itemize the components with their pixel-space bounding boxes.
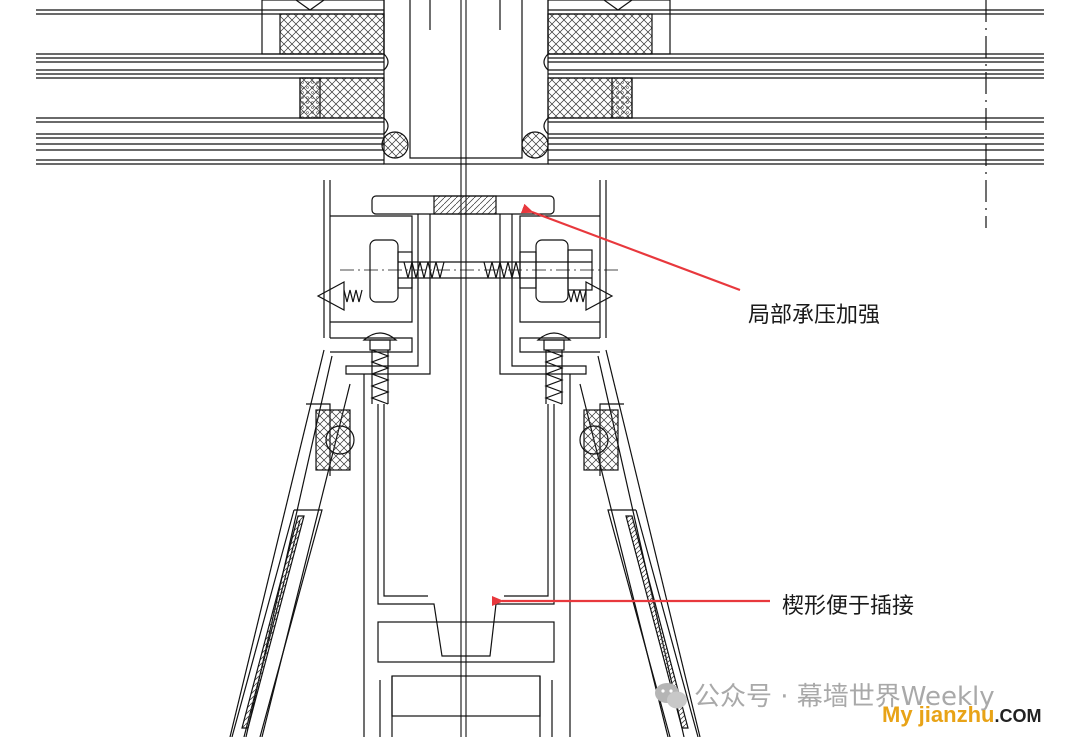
annotation-local-reinforcement: 局部承压加强 (748, 303, 881, 328)
left-vertical-screw (362, 332, 398, 405)
right-seal-gasket (521, 131, 549, 159)
left-seal-gasket (381, 131, 409, 159)
left-self-tapping-screw (316, 280, 345, 312)
through-bolt-assembly (340, 239, 620, 303)
site-logo-part1: My jianzhu (882, 702, 995, 727)
right-vertical-screw (536, 332, 572, 405)
right-outer-cap (579, 349, 701, 737)
annotation-wedge-insertion: 楔形便于插接 (782, 594, 915, 619)
arrow-local-reinforcement (520, 203, 741, 292)
right-self-tapping-screw (585, 280, 614, 312)
site-logo-part2: .COM (994, 706, 1042, 726)
lower-mullion-body (363, 374, 571, 737)
annotation-arrows (492, 203, 770, 606)
watermark-text: 公众号 · 幕墙世界Weekly (694, 682, 995, 712)
bearing-reinforcement-block (433, 195, 497, 215)
wechat-icon (655, 683, 687, 709)
left-glass-panel (36, 9, 389, 165)
site-logo: My jianzhu.COM (882, 702, 1041, 728)
wechat-watermark: 公众号 · 幕墙世界Weekly (654, 676, 995, 713)
left-outer-cap (229, 349, 355, 737)
